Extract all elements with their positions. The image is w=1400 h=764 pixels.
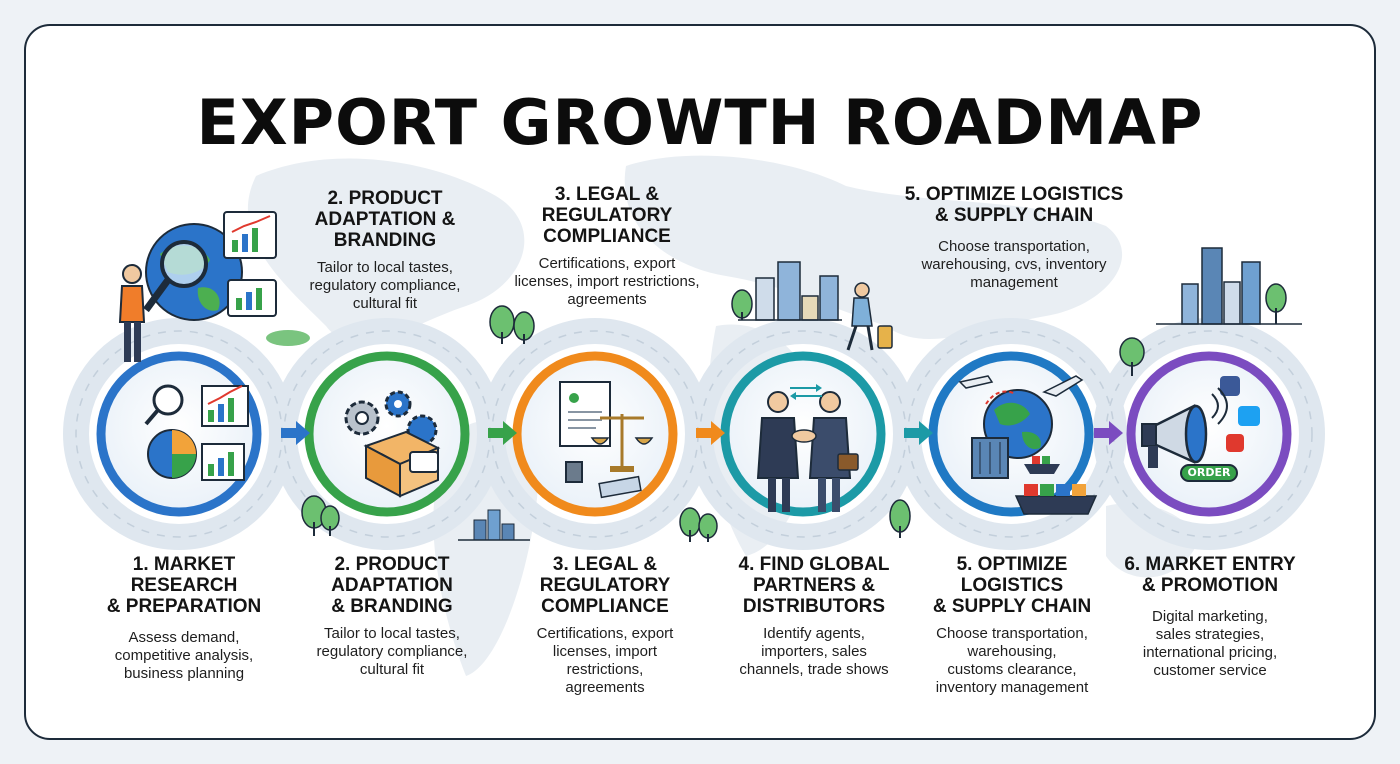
top-label-desc: Certifications, export licenses, import … <box>514 255 700 308</box>
step-label-5: 5. OPTIMIZE LOGISTICS & SUPPLY CHAIN Cho… <box>914 554 1110 697</box>
city-skyline-illustration-small <box>458 509 530 541</box>
step-desc: Assess demand, competitive analysis, bus… <box>114 629 254 682</box>
top-label-desc: Tailor to local tastes, regulatory compl… <box>309 259 461 312</box>
order-badge-label: ORDER <box>1187 466 1231 479</box>
top-label-product-adaptation: 2. PRODUCT ADAPTATION & BRANDING Tailor … <box>290 188 480 313</box>
step-desc: Digital marketing, sales strategies, int… <box>1142 608 1278 679</box>
gears-box-icon <box>344 390 441 498</box>
page-title: EXPORT GROWTH ROADMAP <box>196 86 1204 159</box>
step-desc: Tailor to local tastes, regulatory compl… <box>316 625 468 678</box>
top-label-legal-compliance: 3. LEGAL & REGULATORY COMPLIANCE Certifi… <box>502 184 712 309</box>
top-label-heading: 3. LEGAL & REGULATORY COMPLIANCE <box>541 184 673 247</box>
step-heading: 5. OPTIMIZE LOGISTICS & SUPPLY CHAIN <box>932 554 1092 617</box>
city-skyline-illustration-right <box>1156 247 1302 325</box>
handshake-icon <box>756 384 859 512</box>
step-label-4: 4. FIND GLOBAL PARTNERS & DISTRIBUTORS I… <box>716 554 912 679</box>
step-heading: 3. LEGAL & REGULATORY COMPLIANCE <box>539 554 671 617</box>
step-heading: 4. FIND GLOBAL PARTNERS & DISTRIBUTORS <box>738 554 890 617</box>
top-label-desc: Choose transportation, warehousing, cvs,… <box>921 238 1107 291</box>
roadmap-frame: EXPORT GROWTH ROADMAP <box>24 24 1376 740</box>
cargo-ship-illustration <box>1014 484 1098 515</box>
order-badge: ORDER <box>1180 464 1238 482</box>
step-desc: Identify agents, importers, sales channe… <box>739 625 889 678</box>
top-label-logistics: 5. OPTIMIZE LOGISTICS & SUPPLY CHAIN Cho… <box>884 184 1144 292</box>
top-label-heading: 5. OPTIMIZE LOGISTICS & SUPPLY CHAIN <box>904 184 1124 226</box>
step-desc: Certifications, export licenses, import … <box>536 625 674 696</box>
megaphone-icon <box>1141 376 1260 468</box>
step-label-6: 6. MARKET ENTRY & PROMOTION Digital mark… <box>1112 554 1308 680</box>
trees-illustration <box>301 305 1145 542</box>
arrow-2-3 <box>488 421 517 445</box>
researcher-globe-illustration <box>118 211 310 362</box>
step-heading: 6. MARKET ENTRY & PROMOTION <box>1124 554 1296 596</box>
arrow-3-4 <box>696 421 725 445</box>
step-label-3: 3. LEGAL & REGULATORY COMPLIANCE Certifi… <box>500 554 710 697</box>
top-label-heading: 2. PRODUCT ADAPTATION & BRANDING <box>314 188 456 251</box>
step-heading: 1. MARKET RESEARCH & PREPARATION <box>106 554 262 617</box>
step-desc: Choose transportation, warehousing, cust… <box>935 625 1089 696</box>
step-label-2: 2. PRODUCT ADAPTATION & BRANDING Tailor … <box>292 554 492 679</box>
logistics-globe-icon <box>958 375 1084 479</box>
arrow-5-6 <box>1094 421 1123 445</box>
market-research-icon <box>144 384 249 481</box>
step-label-1: 1. MARKET RESEARCH & PREPARATION Assess … <box>82 554 286 683</box>
city-traveler-illustration <box>731 261 893 351</box>
legal-scales-icon <box>559 381 654 499</box>
arrow-1-2 <box>281 421 310 445</box>
step-circle-6 <box>1126 351 1292 517</box>
roadmap-graphic <box>63 211 1325 550</box>
step-heading: 2. PRODUCT ADAPTATION & BRANDING <box>331 554 453 617</box>
arrow-4-5 <box>904 421 933 445</box>
